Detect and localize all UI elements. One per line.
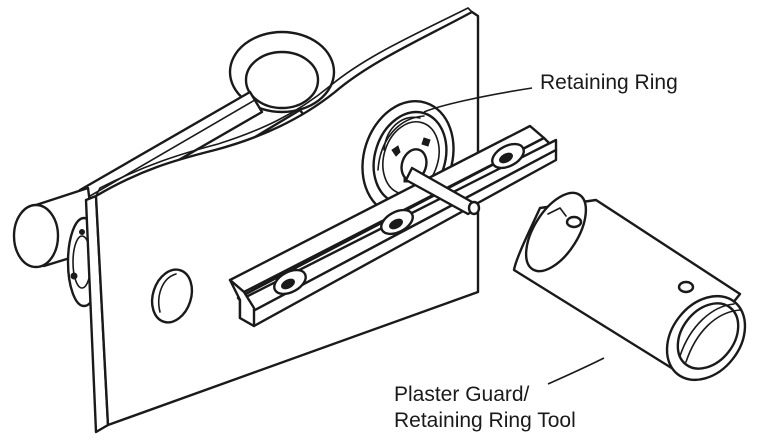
retaining-ring-label: Retaining Ring <box>540 71 678 94</box>
shaft-pin <box>404 166 481 216</box>
slot-fastener-right <box>491 142 525 170</box>
tool-leader <box>547 357 605 385</box>
retaining-ring-leader <box>423 87 533 113</box>
rail-fasteners <box>273 142 525 296</box>
slot-fastener-left <box>273 268 307 296</box>
plaster-guard-label-line1: Plaster Guard/ <box>394 383 530 406</box>
retaining-ring-tool <box>512 191 747 382</box>
plaster-guard-label-line2: Retaining Ring Tool <box>394 409 576 432</box>
slot-fastener-center <box>380 208 414 236</box>
